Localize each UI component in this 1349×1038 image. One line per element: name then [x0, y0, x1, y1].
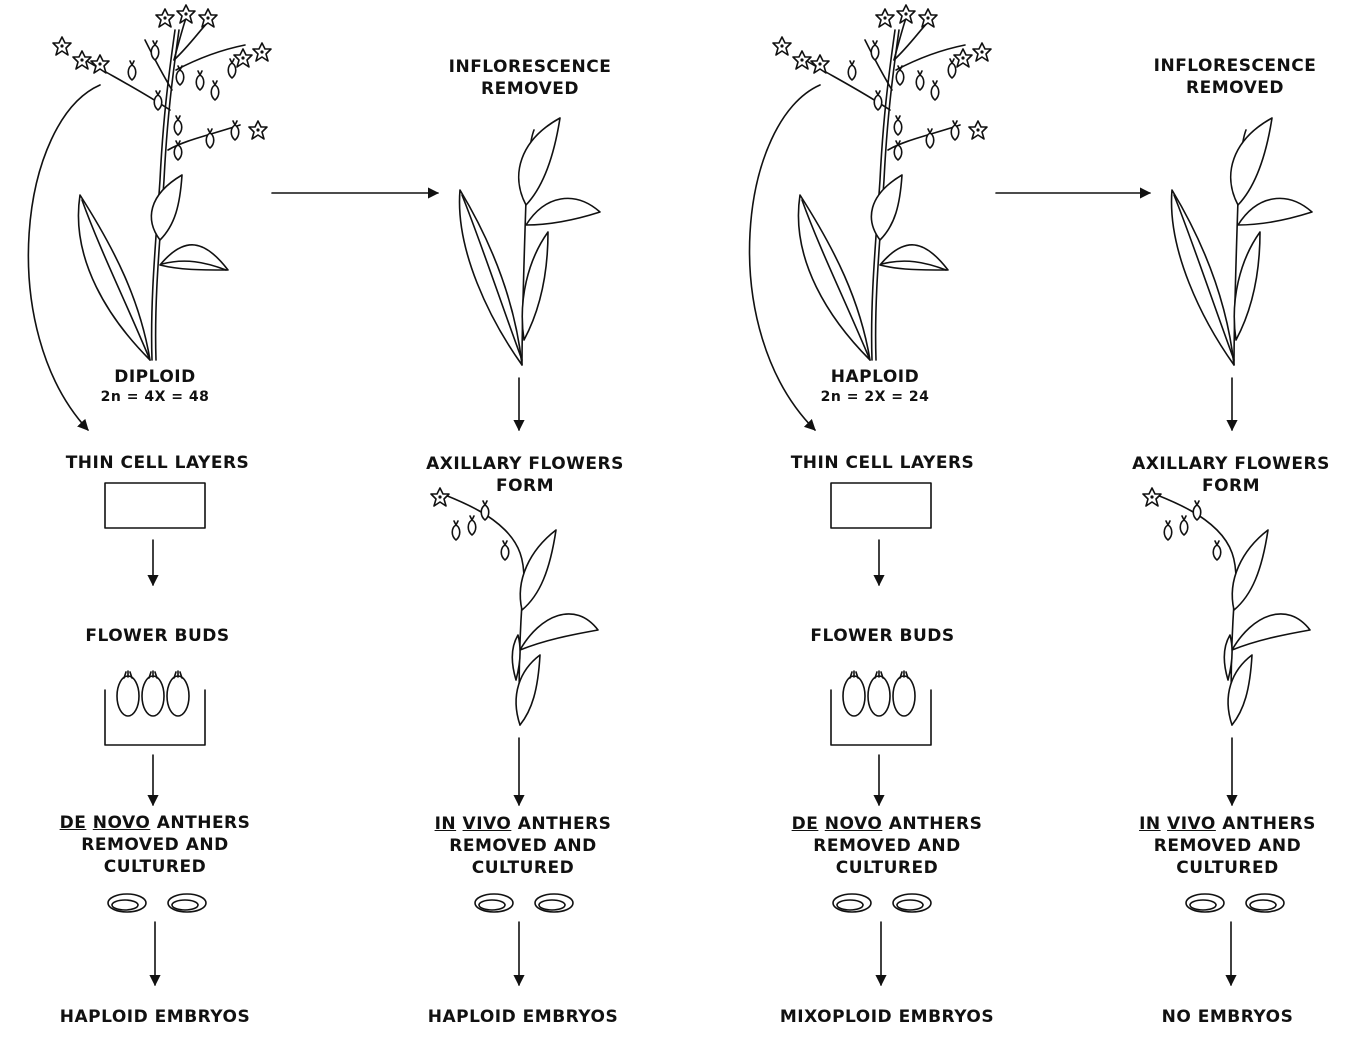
removed-and-label: REMOVED AND [757, 835, 1017, 857]
anthers-word: ANTHERS [1222, 814, 1316, 834]
anthers-word: ANTHERS [157, 813, 251, 833]
anthers-word: ANTHERS [518, 814, 612, 834]
anthers-c3 [833, 894, 931, 912]
thin-cell-layers-box [105, 483, 205, 528]
haploid-plant-illustration [773, 5, 991, 360]
thin-cell-layers-box-haploid [831, 483, 931, 528]
removed-and-label: REMOVED AND [1110, 835, 1345, 857]
result-label-c1: HAPLOID EMBRYOS [25, 1006, 285, 1028]
decapitated-plant-illustration-haploid [1172, 118, 1312, 365]
ploidy-label-diploid: DIPLOID [90, 366, 220, 388]
result-label-c4: NO EMBRYOS [1110, 1006, 1345, 1028]
decapitated-plant-illustration [460, 118, 600, 365]
de-novo-anthers-label: DE NOVO ANTHERS [757, 813, 1017, 835]
inflorescence-removed-label-l2: REMOVED [415, 78, 645, 100]
anthers-c4 [1186, 894, 1284, 912]
anthers-c1 [108, 894, 206, 912]
de-word: DE [60, 813, 87, 833]
vivo-word: VIVO [1167, 814, 1216, 834]
thin-cell-layers-label: THIN CELL LAYERS [780, 452, 985, 474]
cultured-label: CULTURED [393, 857, 653, 879]
cultured-label: CULTURED [757, 857, 1017, 879]
inflorescence-removed-label-l1: INFLORESCENCE [415, 56, 645, 78]
removed-and-label: REMOVED AND [25, 834, 285, 856]
de-word: DE [792, 814, 819, 834]
flower-buds-label: FLOWER BUDS [55, 625, 260, 647]
result-label-c2: HAPLOID EMBRYOS [393, 1006, 653, 1028]
ploidy-label-haploid: HAPLOID [810, 366, 940, 388]
axillary-flowers-label-l2: FORM [400, 475, 650, 497]
inflorescence-removed-label-l2: REMOVED [1125, 77, 1345, 99]
flower-buds-label: FLOWER BUDS [780, 625, 985, 647]
axillary-flower-plant-illustration [431, 488, 598, 725]
diploid-plant-illustration [53, 5, 271, 360]
novo-word: NOVO [825, 814, 883, 834]
vivo-word: VIVO [463, 814, 512, 834]
axillary-flower-plant-illustration-haploid [1143, 488, 1310, 725]
inflorescence-removed-label-l1: INFLORESCENCE [1125, 55, 1345, 77]
axillary-flowers-label-l1: AXILLARY FLOWERS [400, 453, 650, 475]
cultured-label: CULTURED [1110, 857, 1345, 879]
anthers-c2 [475, 894, 573, 912]
in-word: IN [1139, 814, 1161, 834]
chromosome-formula-haploid: 2n = 2X = 24 [805, 388, 945, 406]
chromosome-formula-diploid: 2n = 4X = 48 [85, 388, 225, 406]
axillary-flowers-label-l2: FORM [1115, 475, 1347, 497]
in-vivo-anthers-label: IN VIVO ANTHERS [393, 813, 653, 835]
cultured-label: CULTURED [25, 856, 285, 878]
axillary-flowers-label-l1: AXILLARY FLOWERS [1115, 453, 1347, 475]
in-word: IN [435, 814, 457, 834]
removed-and-label: REMOVED AND [393, 835, 653, 857]
de-novo-anthers-label: DE NOVO ANTHERS [25, 812, 285, 834]
result-label-c3: MIXOPLOID EMBRYOS [757, 1006, 1017, 1028]
thin-cell-layers-label: THIN CELL LAYERS [55, 452, 260, 474]
flower-buds-box-haploid [831, 671, 931, 745]
flower-buds-box [105, 671, 205, 745]
anthers-word: ANTHERS [889, 814, 983, 834]
in-vivo-anthers-label: IN VIVO ANTHERS [1110, 813, 1345, 835]
novo-word: NOVO [93, 813, 151, 833]
